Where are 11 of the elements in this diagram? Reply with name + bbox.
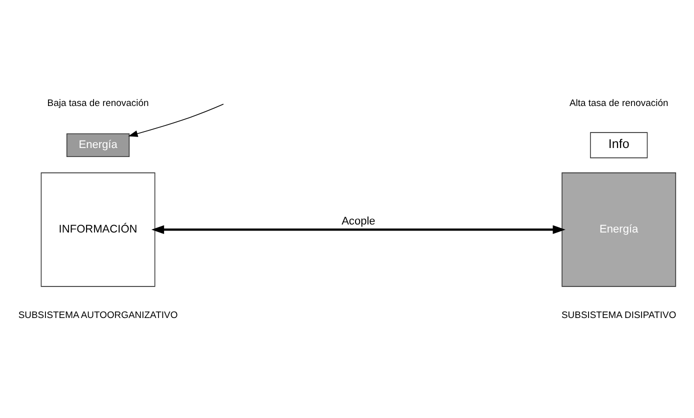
edge-label: Acople	[342, 214, 376, 227]
node-label: Alta tasa de renovación	[569, 97, 668, 108]
node-box: Energía	[66, 132, 130, 157]
node-box: Energía	[562, 172, 676, 286]
node-label: SUBSISTEMA DISIPATIVO	[562, 310, 676, 321]
node-box: INFORMACIÓN	[40, 172, 156, 286]
node-box: Info	[590, 132, 648, 158]
node-label: SUBSISTEMA AUTOORGANIZATIVO	[18, 310, 178, 321]
arrow	[151, 224, 566, 234]
arrow	[128, 103, 224, 136]
node-label: Baja tasa de renovación	[47, 97, 149, 108]
